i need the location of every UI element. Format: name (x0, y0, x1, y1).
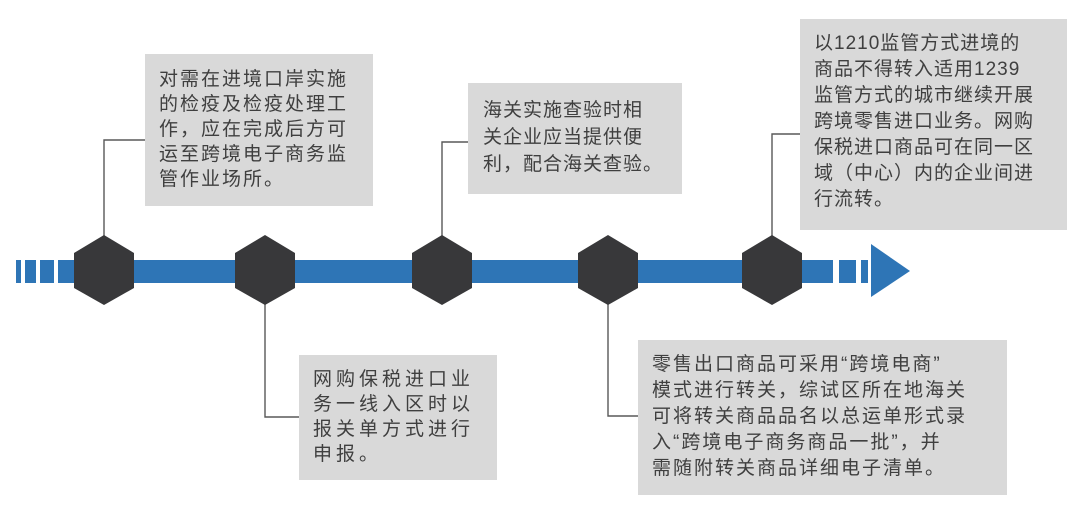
arrow-dash-left-3 (40, 260, 54, 283)
hexagon-node-3-icon (412, 235, 472, 305)
connector-line-node2 (264, 303, 299, 418)
hexagon-node-4-icon (578, 235, 638, 305)
callout-text-2: 网购保税进口业 务一线入区时以 报关单方式进行 申报。 (313, 369, 475, 465)
arrow-dash-left-2 (25, 260, 36, 283)
callout-box-2: 网购保税进口业 务一线入区时以 报关单方式进行 申报。 (299, 355, 497, 480)
hexagon-node-2-icon (235, 235, 295, 305)
callout-text-3: 海关实施查验时相 关企业应当提供便 利，配合海关查验。 (483, 100, 664, 175)
callout-text-5: 以1210监管方式进境的 商品不得转入适用1239 监管方式的城市继续开展 跨境… (814, 33, 1035, 210)
callout-box-4: 零售出口商品可采用“跨境电商” 模式进行转关，综试区所在地海关 可将转关商品品名… (638, 340, 1007, 495)
arrow-dash-right-2 (861, 260, 868, 283)
callout-box-1: 对需在进境口岸实施 的检疫及检疫处理工 作，应在完成后方可 运至跨境电子商务监 … (145, 54, 373, 206)
arrow-head-icon (871, 244, 910, 297)
connector-line-node3 (441, 141, 468, 237)
callout-text-1: 对需在进境口岸实施 的检疫及检疫处理工 作，应在完成后方可 运至跨境电子商务监 … (159, 69, 349, 190)
hexagon-node-5-icon (742, 235, 802, 305)
connector-line-node5 (771, 133, 800, 237)
hexagon-node-1-icon (74, 235, 134, 305)
arrow-dash-left-1 (16, 260, 21, 283)
callout-text-4: 零售出口商品可采用“跨境电商” 模式进行转关，综试区所在地海关 可将转关商品品名… (652, 354, 968, 479)
callout-box-3: 海关实施查验时相 关企业应当提供便 利，配合海关查验。 (468, 83, 682, 194)
connector-line-node1 (103, 139, 145, 237)
callout-box-5: 以1210监管方式进境的 商品不得转入适用1239 监管方式的城市继续开展 跨境… (800, 19, 1067, 230)
connector-line-node4 (607, 303, 638, 417)
arrow-dash-right-1 (839, 260, 856, 283)
